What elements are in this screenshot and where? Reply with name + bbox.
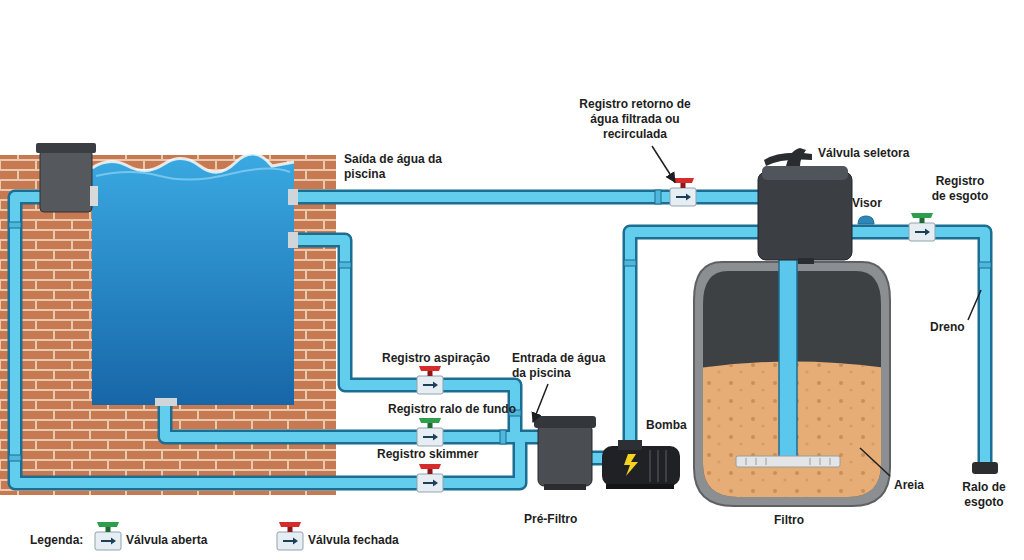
part-label: Pré-Filtro [524,512,577,527]
part-label: Areia [894,478,924,493]
valve-label: Registro ralo de fundo [388,402,516,417]
legend-text: Válvula fechada [308,533,399,548]
legend-text: Válvula aberta [126,533,207,548]
part-label: Válvula seletora [818,146,909,161]
part-label: Ralo de esgoto [952,480,1016,510]
part-label: Dreno [930,320,965,335]
pipe-label: Entrada de água da piscina [512,351,616,381]
part-label: Visor [852,196,882,211]
part-label: Bomba [646,418,687,433]
part-label: Filtro [774,513,804,528]
valve-label: Registro skimmer [377,447,478,462]
valve-label: Registro retorno de água filtrada ou rec… [565,97,705,142]
pipe-label: Saída de água da piscina [344,152,454,182]
legend-heading: Legenda: [30,533,83,548]
valve-label: Registro aspiração [382,351,490,366]
valve-label: Registro de esgoto [928,174,992,204]
